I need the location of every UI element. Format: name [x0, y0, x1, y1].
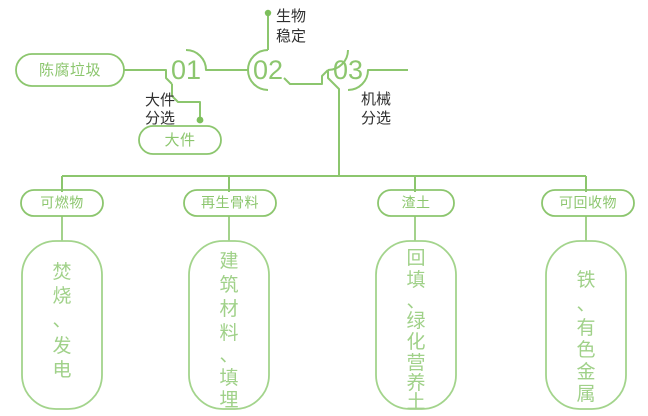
branch-recycled-aggregate-use-char: 埋 [219, 389, 238, 411]
branch-recyclables-box[interactable]: 铁 、 有 色 金 属 [545, 240, 627, 410]
branch-recycled-aggregate-category[interactable]: 再生骨料 [183, 189, 277, 217]
branch-recyclables-category[interactable]: 可回收物 [541, 189, 635, 217]
stage-03-process-label: 机械 分选 [361, 91, 391, 127]
branch-recyclables-use-char: 、 [576, 294, 595, 315]
node-source-waste-label: 陈腐垃圾 [39, 61, 101, 79]
branch-residual-soil-use-char: 回 [406, 248, 425, 269]
node-source-waste[interactable]: 陈腐垃圾 [15, 53, 125, 87]
stage-number-01: 01 [171, 55, 201, 85]
branch-recycled-aggregate-use-char: 填 [219, 367, 238, 389]
branch-combustible-use-char: 、 [52, 310, 71, 331]
branch-residual-soil-use-char: 绿 [406, 310, 425, 332]
connector-01-to-bulky [171, 84, 204, 124]
svg-text:大件: 大件 [145, 92, 175, 109]
branch-residual-soil: 渣土 回 填 、 绿 化 营 养 土 [375, 189, 457, 413]
branch-recycled-aggregate-use-char: 材 [219, 298, 238, 320]
branch-recycled-aggregate-label: 再生骨料 [201, 195, 259, 211]
branch-residual-soil-use-char: 土 [406, 391, 425, 413]
stage-02-arcs [247, 9, 329, 91]
branch-residual-soil-category[interactable]: 渣土 [377, 189, 455, 217]
svg-text:分选: 分选 [145, 110, 175, 127]
branch-combustible-use-char: 烧 [52, 285, 71, 307]
branch-recycled-aggregate-use-char: 、 [219, 345, 238, 366]
stage-01-process-label: 大件 分选 [145, 92, 175, 127]
stage-03-arcs [327, 49, 408, 176]
branch-combustible-use-char: 焚 [52, 261, 71, 283]
branch-recycled-aggregate-use-char: 筑 [219, 274, 238, 296]
svg-text:稳定: 稳定 [276, 28, 306, 45]
branch-residual-soil-use-char: 填 [406, 269, 425, 291]
branch-residual-soil-use-char: 化 [406, 331, 425, 353]
branch-residual-soil-use-char: 养 [406, 372, 425, 394]
svg-text:分选: 分选 [361, 110, 391, 127]
branch-recyclables-use-char: 铁 [576, 269, 595, 291]
distribution-bus [61, 175, 587, 192]
stage-number-03: 03 [333, 55, 363, 85]
branch-recyclables-use-char: 金 [576, 361, 595, 383]
branch-recyclables-use-char: 有 [576, 317, 595, 339]
branch-recycled-aggregate-use-char: 建 [219, 250, 238, 272]
branch-combustible-box[interactable]: 焚 烧 、 发 电 [21, 240, 103, 410]
branch-residual-soil-box[interactable]: 回 填 、 绿 化 营 养 土 [375, 240, 457, 413]
branch-recyclables-label: 可回收物 [559, 195, 617, 211]
node-bulky-output[interactable]: 大件 [138, 125, 222, 155]
branch-residual-soil-use-char: 、 [406, 291, 425, 312]
branch-residual-soil-use-char: 营 [406, 352, 425, 374]
connector-source-to-01 [124, 69, 173, 85]
stage-02-process-label: 生物 稳定 [276, 8, 306, 45]
branch-recyclables-use-char: 属 [576, 384, 595, 405]
stage-01-arcs [185, 49, 248, 71]
stage-number-02: 02 [253, 55, 283, 85]
svg-text:机械: 机械 [361, 91, 391, 108]
branch-recyclables: 可回收物 铁 、 有 色 金 属 [541, 189, 635, 410]
branch-residual-soil-label: 渣土 [402, 195, 431, 211]
branch-recycled-aggregate: 再生骨料 建 筑 材 料 、 填 埋 [183, 189, 277, 411]
branch-combustible-category[interactable]: 可燃物 [20, 189, 104, 217]
branch-combustible-label: 可燃物 [40, 195, 84, 211]
node-bulky-output-label: 大件 [164, 132, 195, 149]
svg-text:生物: 生物 [276, 8, 306, 25]
branch-combustible: 可燃物 焚 烧 、 发 电 [20, 189, 104, 410]
branch-recyclables-use-char: 色 [576, 339, 595, 361]
branch-combustible-use-char: 电 [52, 359, 71, 381]
branch-combustible-use-char: 发 [52, 335, 71, 357]
branch-recycled-aggregate-use-char: 料 [219, 322, 238, 344]
branch-recycled-aggregate-box[interactable]: 建 筑 材 料 、 填 埋 [188, 240, 270, 411]
